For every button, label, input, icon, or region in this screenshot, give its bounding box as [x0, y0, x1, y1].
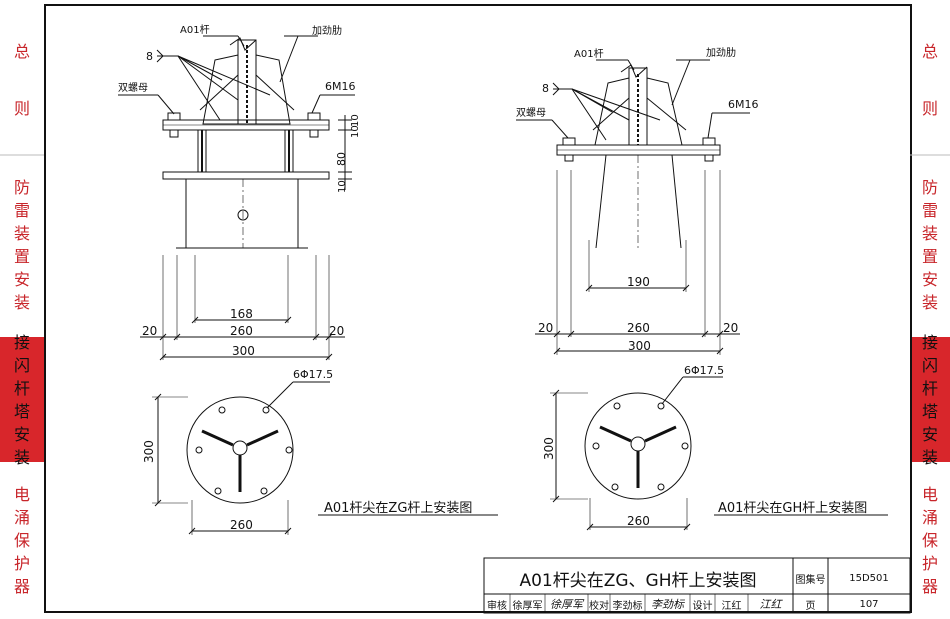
- right-rib-label: 加劲肋: [706, 46, 736, 59]
- right-rod-label: A01杆: [574, 48, 604, 60]
- sidebar-tab-char: 器: [13, 576, 30, 596]
- sidebar-tab-char: 安: [921, 424, 938, 444]
- reviewer-signature: 徐厚军: [550, 598, 583, 611]
- sidebar-tab-char: 杆: [13, 378, 30, 398]
- left-dim-20-left: 20: [142, 324, 157, 338]
- left-dim-10a: 10: [350, 114, 361, 127]
- sidebar-tab-char: 装: [921, 224, 938, 243]
- sidebar-tab-char: 接: [921, 332, 938, 352]
- sidebar-right-tab-general[interactable]: 总则: [910, 30, 950, 130]
- sidebar-tab-char: 涌: [921, 507, 938, 527]
- sidebar-tab-char: 保: [921, 530, 938, 550]
- sidebar-right-tab-lightning-protection[interactable]: 防雷装置安装: [910, 165, 950, 325]
- checker-signature: 李劲标: [651, 598, 684, 611]
- sidebar-tab-char: 总: [921, 42, 938, 61]
- right-dim-300: 300: [628, 339, 651, 353]
- sidebar-right-tab-surge-protector[interactable]: 电涌保护器: [910, 484, 950, 596]
- sidebar-tab-char: 安: [13, 270, 30, 289]
- right-plan-260: 260: [627, 514, 650, 528]
- sidebar-tab-char: 闪: [13, 355, 30, 375]
- right-plan-view: [550, 376, 888, 531]
- sidebar-tab-char: 装: [13, 293, 30, 312]
- left-dim-80: 80: [335, 152, 348, 166]
- sidebar-tab-char: 置: [13, 247, 30, 266]
- drawing-frame: [44, 4, 912, 613]
- right-elevation-view: [516, 59, 750, 355]
- design-label: 设计: [692, 600, 713, 612]
- sidebar-tab-char: 电: [921, 484, 938, 504]
- sidebar-tab-char: 装: [921, 293, 938, 312]
- designer-name: 江红: [721, 600, 742, 612]
- sidebar-tab-char: 雷: [13, 201, 30, 220]
- sidebar-tab-char: 塔: [921, 401, 938, 421]
- drawing-title: A01杆尖在ZG、GH杆上安装图: [519, 570, 757, 591]
- sidebar-tab-char: 杆: [921, 378, 938, 398]
- left-dim-260: 260: [230, 324, 253, 338]
- atlas-label: 图集号: [795, 574, 826, 586]
- page-label: 页: [805, 600, 816, 612]
- left-elevation-view: [118, 35, 355, 361]
- check-label: 校对: [589, 600, 609, 612]
- left-nut-label: 双螺母: [118, 82, 148, 94]
- right-weld-label: 8: [542, 82, 549, 95]
- right-plan-holes: 6Φ17.5: [684, 364, 724, 377]
- reviewer-name: 徐厚军: [512, 600, 543, 612]
- sidebar-tab-char: 护: [13, 553, 30, 573]
- right-dim-20-left: 20: [538, 321, 553, 335]
- left-dim-20-right: 20: [329, 324, 344, 338]
- sidebar-right-tab-air-terminal-tower[interactable]: 接闪杆塔安装: [910, 333, 950, 467]
- right-dim-20-right: 20: [723, 321, 738, 335]
- right-dim-inner: 190: [627, 275, 650, 289]
- sidebar-tab-char: 接: [13, 332, 30, 352]
- sidebar-tab-char: 保: [13, 530, 30, 550]
- left-plan-view: [152, 381, 498, 535]
- left-plan-260: 260: [230, 518, 253, 532]
- sidebar-tab-char: 则: [13, 99, 30, 118]
- sidebar-tab-char: 闪: [921, 355, 938, 375]
- left-dim-inner: 168: [230, 307, 253, 321]
- designer-signature: 江红: [759, 598, 782, 611]
- right-bolt-label: 6M16: [728, 98, 759, 111]
- left-plan-holes: 6Φ17.5: [293, 368, 333, 381]
- sidebar-left-tab-lightning-protection[interactable]: 防雷装置安装: [0, 165, 44, 325]
- title-block-grid: [483, 557, 911, 614]
- page-number: 107: [859, 598, 879, 610]
- sidebar-tab-char: 装: [13, 447, 30, 467]
- left-dim-10b: 10: [350, 125, 361, 138]
- sidebar-tab-char: 器: [921, 576, 938, 596]
- sidebar-tab-char: 电: [13, 484, 30, 504]
- left-dim-300: 300: [232, 344, 255, 358]
- sidebar-tab-char: 塔: [13, 401, 30, 421]
- right-nut-label: 双螺母: [516, 107, 546, 119]
- sidebar-left-tab-air-terminal-tower[interactable]: 接闪杆塔安装: [0, 333, 44, 467]
- left-weld-label: 8: [146, 50, 153, 63]
- sidebar-left-tab-surge-protector[interactable]: 电涌保护器: [0, 484, 44, 596]
- left-caption: A01杆尖在ZG杆上安装图: [324, 501, 472, 516]
- left-bolt-label: 6M16: [325, 80, 356, 93]
- left-dim-10c: 10: [337, 180, 348, 193]
- sidebar-tab-char: 安: [13, 424, 30, 444]
- sidebar-left-tab-general[interactable]: 总则: [0, 30, 44, 130]
- sidebar-tab-char: 防: [13, 178, 30, 197]
- sidebar-tab-char: 装: [13, 224, 30, 243]
- sidebar-tab-char: 总: [13, 42, 30, 61]
- sidebar-tab-char: 装: [921, 447, 938, 467]
- sidebar-tab-char: 置: [921, 247, 938, 266]
- sidebar-tab-char: 安: [921, 270, 938, 289]
- sidebar-tab-char: 雷: [921, 201, 938, 220]
- left-rib-label: 加劲肋: [312, 24, 342, 37]
- sidebar-tab-char: 则: [921, 99, 938, 118]
- left-rod-label: A01杆: [180, 24, 210, 36]
- right-caption: A01杆尖在GH杆上安装图: [718, 501, 867, 516]
- sidebar-tab-char: 护: [921, 553, 938, 573]
- left-plan-300: 300: [142, 440, 156, 463]
- right-dim-260: 260: [627, 321, 650, 335]
- sidebar-tab-char: 涌: [13, 507, 30, 527]
- review-label: 审核: [487, 600, 507, 612]
- sidebar-tab-char: 防: [921, 178, 938, 197]
- right-plan-300: 300: [542, 437, 556, 460]
- checker-name: 李劲标: [612, 600, 643, 612]
- atlas-number: 15D501: [849, 572, 889, 584]
